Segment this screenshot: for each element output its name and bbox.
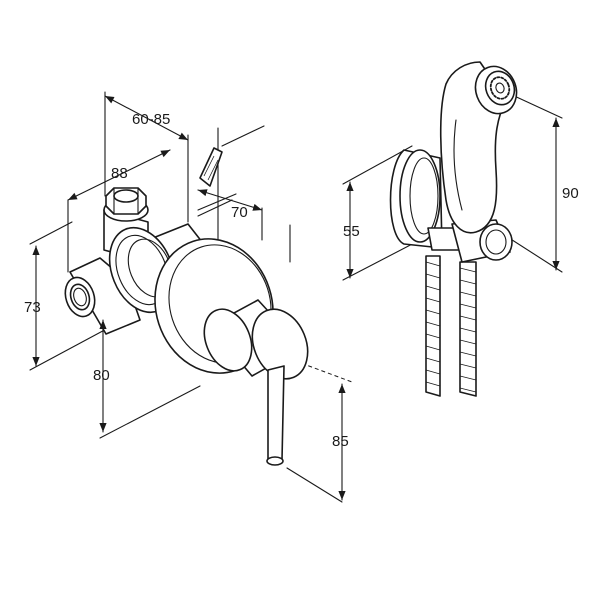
dim-rosette-offset: 70 (231, 204, 248, 221)
dim-wall-depth: 60-85 (132, 111, 170, 128)
dim-lever-length: 85 (332, 433, 349, 450)
dim-holder-height: 55 (343, 223, 360, 240)
dim-handshower-height: 90 (562, 185, 579, 202)
concealed-mixer-drawing (29, 91, 353, 503)
dimension-lines (32, 95, 560, 501)
hand-shower-drawing (342, 61, 563, 397)
dim-inlet-height: 80 (93, 367, 110, 384)
dim-body-height: 73 (24, 299, 41, 316)
dim-body-width: 88 (111, 165, 128, 182)
